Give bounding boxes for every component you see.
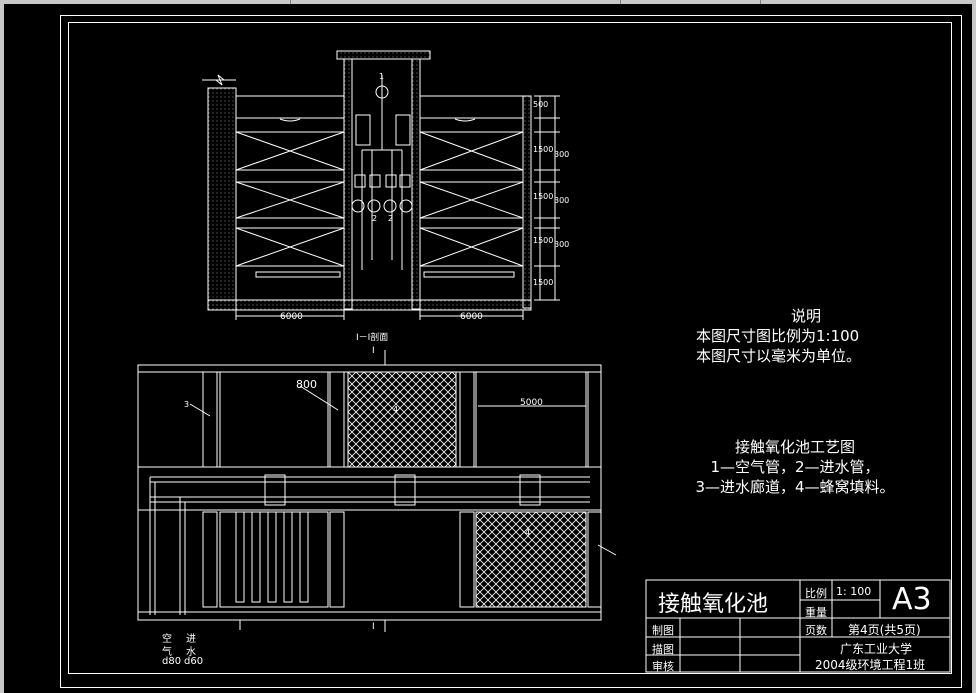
- label-5000: 5000: [520, 398, 543, 408]
- sheet-size: A3: [892, 582, 932, 617]
- legend-line-1: 1—空气管，2—进水管，: [710, 458, 880, 476]
- scale-label: 比例: [805, 587, 827, 600]
- water-label-1: 进: [186, 634, 196, 645]
- section-mark-top: I: [372, 346, 375, 356]
- pipe-label-2a: 2: [372, 214, 378, 223]
- vdim-0: 500: [533, 100, 549, 109]
- air-label-2: 气: [162, 647, 172, 658]
- vdim-5: 1500: [533, 236, 554, 245]
- vdim-4: 300: [554, 196, 570, 205]
- notes-title: 说明: [790, 307, 821, 325]
- vdim-7: 1500: [533, 278, 554, 287]
- sheet-outer-border: [60, 15, 962, 688]
- pipe-label-1: 1: [379, 72, 385, 81]
- notes-block: 说明 本图尺寸图比例为1:100 本图尺寸以毫米为单位。: [696, 306, 916, 366]
- label-4-bottom: 4: [525, 528, 531, 537]
- sheet-inner-border: [68, 22, 952, 674]
- toolbar-segment[interactable]: [290, 0, 621, 4]
- toolbar-segment[interactable]: [0, 0, 291, 4]
- drawing-name: 接触氧化池: [658, 592, 769, 617]
- section-mark-bottom: I: [372, 622, 375, 632]
- left-scroll-edge: [0, 4, 4, 693]
- vdim-3: 1500: [533, 192, 554, 201]
- dim-left: 6000: [280, 312, 303, 322]
- plan-view: [137, 350, 617, 632]
- toolbar-segment[interactable]: [620, 0, 761, 4]
- title-block-grid: [645, 579, 951, 673]
- vdim-1: 1500: [533, 145, 554, 154]
- weight-label: 重量: [805, 606, 827, 619]
- class-name: 2004级环境工程1班: [815, 658, 926, 672]
- air-label-1: 空: [162, 634, 172, 645]
- school-name: 广东工业大学: [840, 642, 913, 656]
- scale-value: 1: 100: [836, 585, 872, 598]
- vdim-6: 300: [554, 240, 570, 249]
- section-view: [202, 50, 560, 320]
- water-size: d60: [184, 656, 204, 667]
- section-caption: I－I剖面: [356, 333, 389, 343]
- notes-line-1: 本图尺寸图比例为1:100: [696, 327, 860, 345]
- notes-line-2: 本图尺寸以毫米为单位。: [696, 347, 862, 365]
- right-scroll-edge: [972, 4, 976, 693]
- row-draw: 制图: [652, 624, 674, 637]
- label-4-top: 4: [393, 405, 399, 414]
- label-800: 800: [296, 378, 317, 391]
- dim-right: 6000: [460, 312, 483, 322]
- vdim-2: 300: [554, 150, 570, 159]
- air-size: d80: [162, 656, 182, 667]
- row-check: 审核: [652, 660, 674, 673]
- pipe-label-2b: 2: [388, 214, 394, 223]
- legend-title: 接触氧化池工艺图: [734, 438, 855, 456]
- window-title-strip: [0, 0, 976, 4]
- water-label-2: 水: [186, 647, 196, 658]
- page-value: 第4页(共5页): [848, 623, 921, 637]
- page-label: 页数: [805, 624, 827, 637]
- legend-line-2: 3—进水廊道，4—蜂窝填料。: [695, 478, 895, 496]
- row-trace: 描图: [652, 643, 674, 656]
- label-3: 3: [184, 400, 190, 409]
- legend-block: 接触氧化池工艺图 1—空气管，2—进水管， 3—进水廊道，4—蜂窝填料。: [685, 437, 905, 497]
